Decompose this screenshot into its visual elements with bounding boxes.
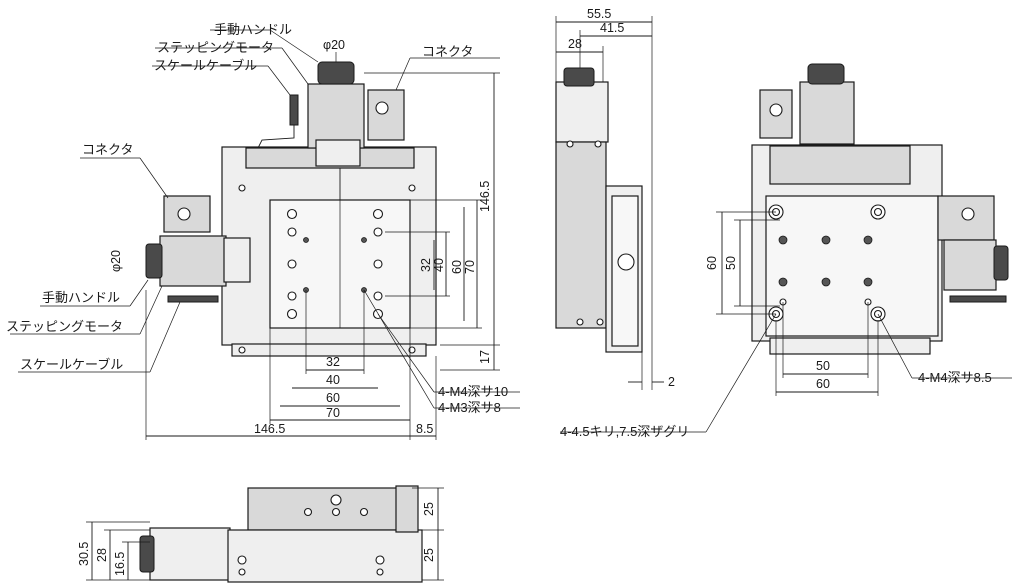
bottom-side-motor	[943, 239, 997, 291]
dim-8-5: 8.5	[416, 422, 433, 436]
side-view	[555, 16, 664, 390]
dim-60-h: 60	[326, 391, 340, 405]
dim-146-5-h: 146.5	[254, 422, 285, 436]
scale-cable-top-wire	[257, 125, 295, 149]
dim-28-front: 28	[95, 548, 109, 562]
dim-phi20-left: φ20	[109, 250, 123, 272]
dim-16-5: 16.5	[113, 552, 127, 576]
dim-25-bot: 25	[422, 548, 436, 562]
motor-mount-left	[223, 237, 251, 283]
label-cable-left: スケールケーブル	[20, 357, 123, 372]
drawing-labels: 手動ハンドル ステッピングモータ スケールケーブル コネクタ コネクタ 手動ハン…	[6, 22, 992, 439]
side-hole	[617, 253, 635, 271]
dim-phi20-top: φ20	[323, 38, 345, 52]
dim-17: 17	[478, 350, 492, 364]
side-dims	[555, 16, 664, 390]
dim-50-right-v: 50	[724, 256, 738, 270]
side-handle	[563, 67, 595, 87]
manual-handle-left	[145, 243, 163, 279]
dim-60-v: 60	[450, 260, 464, 274]
dim-70-h: 70	[326, 406, 340, 420]
label-handle-left: 手動ハンドル	[42, 290, 120, 305]
connector-left-hole	[177, 207, 191, 221]
top-view	[10, 29, 520, 440]
dim-55-5: 55.5	[587, 7, 611, 21]
front-view	[86, 485, 444, 583]
front-handle	[139, 535, 155, 573]
dim-30-5: 30.5	[77, 542, 91, 566]
bottom-lip	[769, 337, 931, 355]
label-holes-m3-top: 4-M3深サ8	[438, 400, 501, 415]
dim-32-h: 32	[326, 355, 340, 369]
label-cable-top: スケールケーブル	[154, 58, 257, 73]
dim-70-v: 70	[463, 260, 477, 274]
front-dims	[86, 487, 444, 581]
label-motor-top: ステッピングモータ	[157, 40, 274, 55]
stepping-motor-top	[307, 83, 365, 149]
bottom-handle	[807, 63, 845, 85]
dim-40-v: 40	[432, 258, 446, 272]
bottom-motor	[799, 81, 855, 145]
front-motor	[149, 527, 231, 581]
label-holes-m4-right: 4-M4深サ8.5	[918, 370, 992, 385]
dim-32-v: 32	[419, 258, 433, 272]
stage-bottom-lip	[231, 343, 427, 357]
connector-top-hole	[375, 101, 389, 115]
dim-60-right-h: 60	[816, 377, 830, 391]
scale-cable-top	[289, 94, 299, 126]
scale-cable-left	[167, 295, 219, 303]
dim-60-right-v: 60	[705, 256, 719, 270]
front-connector	[395, 485, 419, 533]
label-connector-top: コネクタ	[422, 44, 473, 59]
dim-2: 2	[668, 375, 675, 389]
dim-40-h: 40	[326, 373, 340, 387]
dimension-values: φ20 φ20 146.5 17 70 60 40 32 32 40 60 70…	[77, 7, 830, 576]
front-base	[227, 529, 423, 583]
bottom-dims	[560, 211, 1012, 433]
label-holes-counterbore: 4-4.5キリ,7.5深ザグリ	[560, 424, 689, 439]
dim-25-top: 25	[422, 502, 436, 516]
dim-146-5-v: 146.5	[478, 181, 492, 212]
bottom-top-band	[769, 145, 911, 185]
bottom-table	[765, 195, 939, 337]
bottom-view	[560, 63, 1012, 433]
label-motor-left: ステッピングモータ	[6, 319, 123, 334]
connector-top	[367, 89, 405, 141]
motor-mount-top	[315, 139, 361, 167]
top-view-dims	[10, 29, 520, 440]
label-handle-top: 手動ハンドル	[214, 22, 292, 37]
side-body	[555, 141, 607, 329]
stepping-motor-left	[159, 235, 227, 287]
front-table	[247, 487, 413, 531]
side-motor	[555, 81, 609, 143]
dim-41-5: 41.5	[600, 21, 624, 35]
label-connector-left: コネクタ	[82, 142, 133, 157]
label-holes-m4-top: 4-M4深サ10	[438, 384, 508, 399]
dim-28-side: 28	[568, 37, 582, 51]
side-table	[611, 195, 639, 347]
dim-50-right-h: 50	[816, 359, 830, 373]
manual-handle-top	[317, 61, 355, 85]
